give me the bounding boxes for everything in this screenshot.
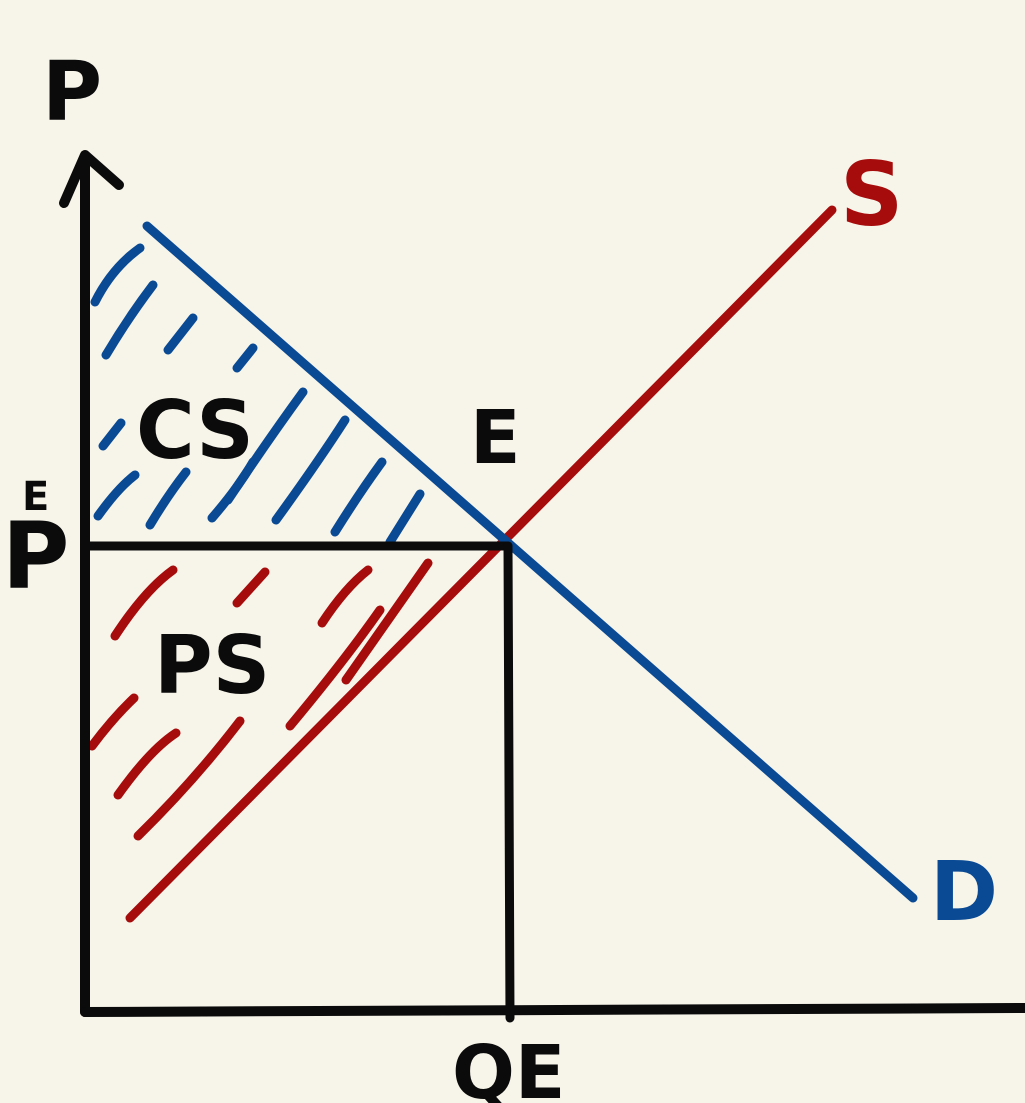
equilibrium-point-label: E: [470, 395, 521, 481]
cs-hatch-mark: [98, 418, 126, 451]
ps-hatch-mark: [317, 565, 373, 628]
supply-curve: [125, 205, 837, 923]
ps-hatch-mark: [87, 693, 139, 751]
demand-curve: [142, 221, 918, 903]
demand-curve-label: D: [930, 845, 998, 940]
cs-hatch-mark: [330, 457, 387, 537]
quantity-axis: [80, 1003, 1025, 1017]
price-axis-label: P: [42, 45, 102, 140]
cs-hatch-mark: [90, 243, 145, 307]
cs-hatch-mark: [101, 280, 158, 360]
cs-hatch-mark: [163, 313, 198, 355]
equilibrium-quantity-label: QE: [452, 1030, 565, 1103]
consumer-surplus-label: CS: [136, 384, 254, 477]
cs-hatch-mark: [145, 467, 191, 530]
ps-hatch-mark: [341, 558, 433, 685]
equilibrium-price-superscript: E: [22, 474, 49, 520]
cs-hatch-mark: [271, 415, 350, 525]
ps-hatch-mark: [110, 565, 178, 641]
ps-hatch-mark: [113, 728, 181, 800]
equilibrium-price-label: P: [2, 503, 69, 610]
ps-hatch-mark: [133, 716, 245, 841]
price-axis-arrowhead: [59, 150, 124, 208]
cs-hatch-mark: [93, 470, 140, 521]
producer-surplus-hatching: [87, 558, 433, 841]
equilibrium-quantity-line: [503, 541, 515, 1023]
cs-hatch-mark: [232, 343, 258, 373]
cs-hatch-mark: [385, 489, 425, 547]
cs-hatch-mark: [223, 387, 308, 505]
ps-hatch-mark: [232, 567, 270, 608]
ps-hatch-mark: [285, 605, 385, 731]
supply-curve-label: S: [840, 143, 903, 246]
producer-surplus-label: PS: [154, 619, 270, 712]
consumer-surplus-hatching: [90, 243, 425, 547]
